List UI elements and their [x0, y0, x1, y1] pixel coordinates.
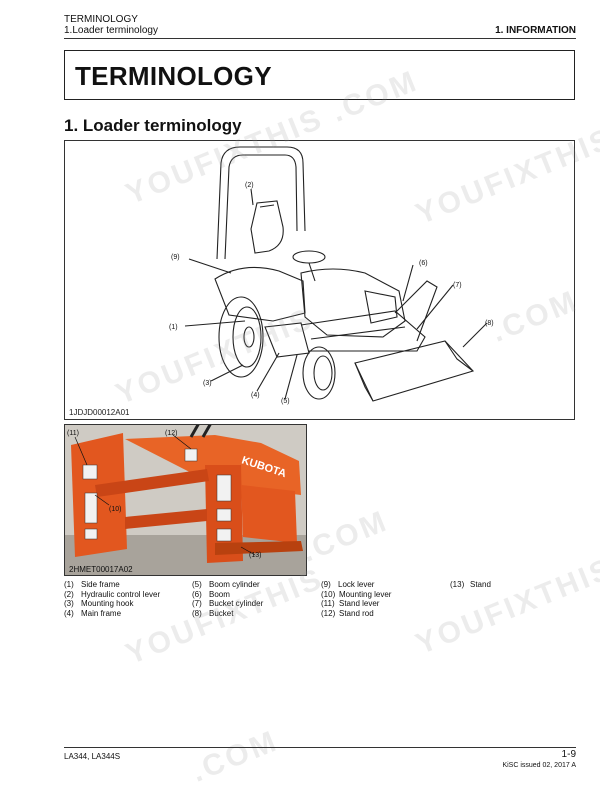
callout-3: (3)	[203, 380, 212, 387]
figure1-code: 1JDJD00012A01	[69, 408, 130, 417]
page-number: 1-9	[561, 749, 576, 760]
legend-item: (10)Mounting lever	[321, 589, 392, 599]
page-title: TERMINOLOGY	[75, 61, 272, 91]
issue-info: KiSC issued 02, 2017 A	[502, 762, 576, 769]
legend-item: (13)Stand	[450, 580, 491, 589]
legend-item: (5)Boom cylinder	[192, 580, 260, 589]
callout-8: (8)	[485, 320, 494, 327]
legend-item: (6)Boom	[192, 589, 230, 599]
callout-5: (5)	[281, 398, 290, 405]
callout-2: (2)	[245, 182, 254, 189]
legend-item: (3)Mounting hook	[64, 599, 134, 609]
legend-column-2: (5)Boom cylinder (6)Boom (7)Bucket cylin…	[192, 580, 263, 618]
header-chapter: 1. INFORMATION	[495, 25, 576, 36]
figure2-code: 2HMET00017A02	[69, 565, 133, 574]
legend-item: (8)Bucket	[192, 608, 234, 618]
footer-divider	[64, 747, 576, 748]
seat	[250, 200, 284, 254]
mounting-photo: KUBOTA (11) (12) (10) (13) 2HMET00017A02	[64, 424, 307, 576]
legend-item: (12)Stand rod	[321, 608, 374, 618]
rops-frame	[216, 146, 306, 260]
photo-callout-10: (10)	[109, 506, 121, 513]
section-heading: 1. Loader terminology	[64, 116, 242, 135]
legend-column-4: (13)Stand	[450, 580, 491, 590]
legend-item: (9)Lock lever	[321, 580, 375, 589]
legend-item: (1)Side frame	[64, 580, 120, 589]
mounting-photo-drawing: KUBOTA (11) (12) (10) (13)	[65, 425, 306, 575]
header-divider	[64, 38, 576, 39]
legend-item: (7)Bucket cylinder	[192, 599, 264, 609]
callout-4: (4)	[251, 392, 260, 399]
callout-1: (1)	[169, 324, 178, 331]
legend-item: (11)Stand lever	[321, 599, 380, 609]
hood	[300, 268, 406, 338]
legend-item: (2)Hydraulic control lever	[64, 589, 161, 599]
callout-9: (9)	[171, 254, 180, 261]
header-section: TERMINOLOGY	[64, 14, 138, 25]
front-tire	[302, 346, 336, 400]
running-header: TERMINOLOGY 1.Loader terminology	[64, 14, 158, 36]
photo-callout-13: (13)	[249, 552, 261, 559]
watermark: .COM	[186, 724, 284, 789]
legend-item: (4)Main frame	[64, 608, 122, 618]
watermark: YOUFIXTHIS	[411, 551, 600, 662]
legend-column-3: (9)Lock lever (10)Mounting lever (11)Sta…	[321, 580, 391, 618]
photo-callout-11: (11)	[67, 430, 79, 437]
tractor-loader-drawing: (2) (9) (6) (7) (8) (1) (3) (4) (5)	[169, 146, 494, 405]
callout-7: (7)	[453, 282, 462, 289]
footer-model: LA344, LA344S	[64, 752, 121, 761]
tractor-loader-figure: (2) (9) (6) (7) (8) (1) (3) (4) (5) 1JDJ…	[64, 140, 575, 420]
watermark: .COM	[296, 504, 394, 569]
title-box: TERMINOLOGY	[64, 50, 575, 100]
bucket	[354, 340, 475, 402]
callout-6: (6)	[419, 260, 428, 267]
photo-callout-12: (12)	[165, 430, 177, 437]
boom	[300, 310, 426, 352]
side-frame	[264, 322, 310, 358]
legend-column-1: (1)Side frame (2)Hydraulic control lever…	[64, 580, 160, 618]
rear-tire	[218, 296, 264, 378]
rear-fender	[214, 266, 306, 322]
header-subsection: 1.Loader terminology	[64, 25, 158, 36]
